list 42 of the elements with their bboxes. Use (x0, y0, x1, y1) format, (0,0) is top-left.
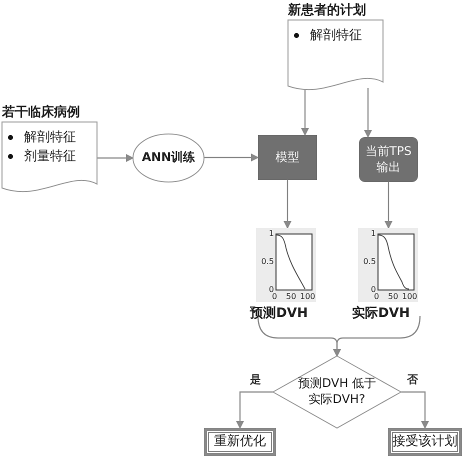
node-text: 预测DVH 低于实际DVH? (296, 376, 378, 408)
tick-label: 100 (300, 292, 316, 301)
tick-label: 50 (286, 292, 296, 301)
bullet-text: 剂量特征 (8, 147, 76, 166)
bullet-text: 解剖特征 (294, 26, 362, 45)
arrow (284, 180, 292, 229)
bullet-text: 解剖特征 (8, 128, 76, 147)
arrow (384, 182, 392, 229)
process-box (258, 135, 317, 180)
result-box (204, 428, 276, 456)
tick-label: 0 (374, 292, 380, 301)
tick-label: 0 (272, 292, 278, 301)
tick-label: 0 (268, 285, 274, 294)
node-text: 模型 (274, 150, 300, 166)
chart-caption: 实际DVH (351, 304, 411, 322)
arrow (301, 88, 309, 136)
tick-label: 0.5 (363, 257, 376, 266)
tick-label: 0 (370, 285, 376, 294)
node-text: 接受该计划 (392, 434, 458, 450)
result-box (388, 428, 462, 456)
process-ellipse (133, 134, 204, 182)
arrow (364, 88, 372, 138)
process-box (359, 137, 418, 182)
arrow (333, 316, 421, 357)
arrow (236, 391, 273, 429)
arrow (204, 154, 259, 162)
tick-label: 100 (402, 292, 418, 301)
tick-label: 50 (388, 292, 398, 301)
edge-label: 是 (248, 372, 263, 387)
edge-label: 否 (405, 372, 420, 387)
node-text: 当前TPS 输出 (364, 144, 413, 176)
tick-label: 1 (268, 229, 274, 238)
node-text: ANN训练 (142, 150, 196, 166)
arrow (97, 154, 134, 162)
arrow (401, 391, 429, 429)
document-heading: 新患者的计划 (288, 2, 366, 19)
chart-caption: 预测DVH (248, 305, 309, 322)
tick-label: 0.5 (261, 257, 274, 266)
tick-label: 1 (370, 229, 376, 238)
decision-diamond (273, 356, 401, 428)
node-text: 重新优化 (214, 434, 266, 450)
document-heading: 若干临床病例 (2, 104, 80, 121)
